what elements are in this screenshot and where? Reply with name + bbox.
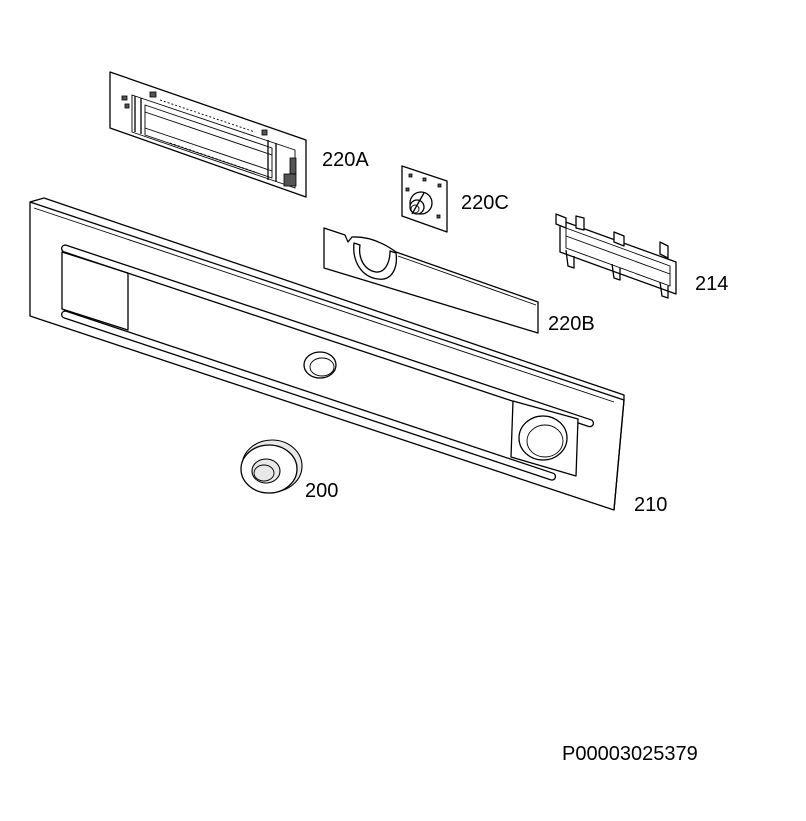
label-220b: 220B [548,313,595,335]
document-code: P00003025379 [562,743,698,765]
part-220b-strip [323,227,539,334]
part-200-knob [240,439,303,494]
part-220a-display-board [109,71,307,198]
part-220c-knob-board [401,165,448,233]
label-220c: 220C [461,192,509,214]
label-214: 214 [695,273,729,295]
part-210-control-panel [29,197,625,511]
label-210: 210 [634,494,668,516]
label-200: 200 [305,480,339,502]
part-214-bracket [555,213,677,299]
label-220a: 220A [322,149,369,171]
